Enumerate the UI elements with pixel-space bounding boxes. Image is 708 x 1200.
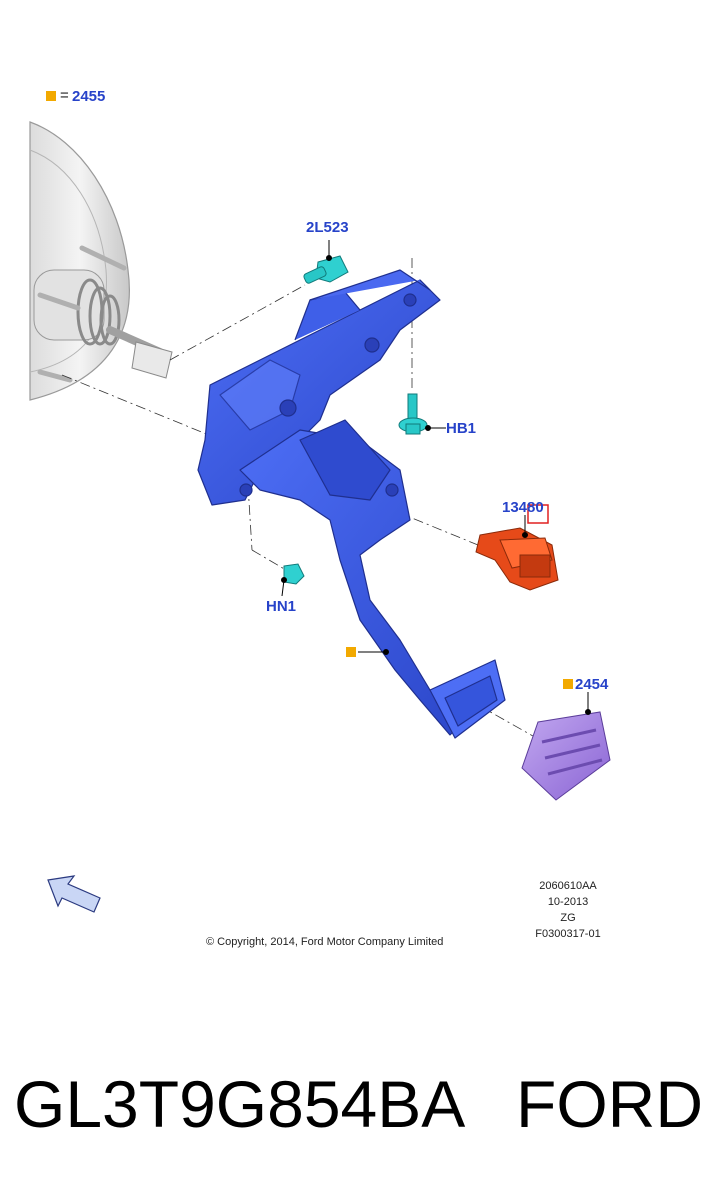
callout-hn1: HN1 <box>266 598 297 615</box>
stop-light-switch <box>475 527 559 591</box>
marker-pad <box>563 679 573 689</box>
callout-hb1: HB1 <box>446 420 477 437</box>
bolt-2l523 <box>303 255 349 284</box>
legend-code: 2455 <box>72 88 106 105</box>
reference-block: 2060610AA 10-2013 ZG F0300317-01 <box>508 878 628 942</box>
highlight-box <box>527 504 549 524</box>
nut-hn1 <box>283 563 305 585</box>
reference-region: ZG <box>560 912 576 924</box>
bottom-caption: GL3T9G854BA FORD <box>0 1066 708 1146</box>
pedal-assembly-diagram <box>29 121 611 913</box>
callout-13480: 13480 <box>502 499 544 516</box>
reference-code: 2060610AA <box>539 880 597 892</box>
leader-lines <box>281 240 591 715</box>
brake-pedal-arm <box>239 419 506 739</box>
callout-2l523: 2L523 <box>306 219 349 236</box>
part-number: GL3T9G854BA <box>14 1067 466 1141</box>
legend-marker <box>46 91 56 101</box>
reference-date: 10-2013 <box>547 896 589 908</box>
copyright-notice: © Copyright, 2014, Ford Motor Company Li… <box>206 936 444 948</box>
callout-2454: 2454 <box>575 676 609 693</box>
pedal-pad <box>521 711 611 801</box>
reference-figure: F0300317-01 <box>535 928 601 940</box>
marker-pedal-arm <box>346 647 356 657</box>
bolt-hb1 <box>398 393 428 435</box>
legend-equals: = <box>60 87 69 104</box>
brand-name: FORD <box>516 1067 703 1141</box>
pedal-bracket <box>197 269 441 506</box>
direction-arrow-icon <box>47 875 101 913</box>
brake-booster <box>29 121 173 401</box>
